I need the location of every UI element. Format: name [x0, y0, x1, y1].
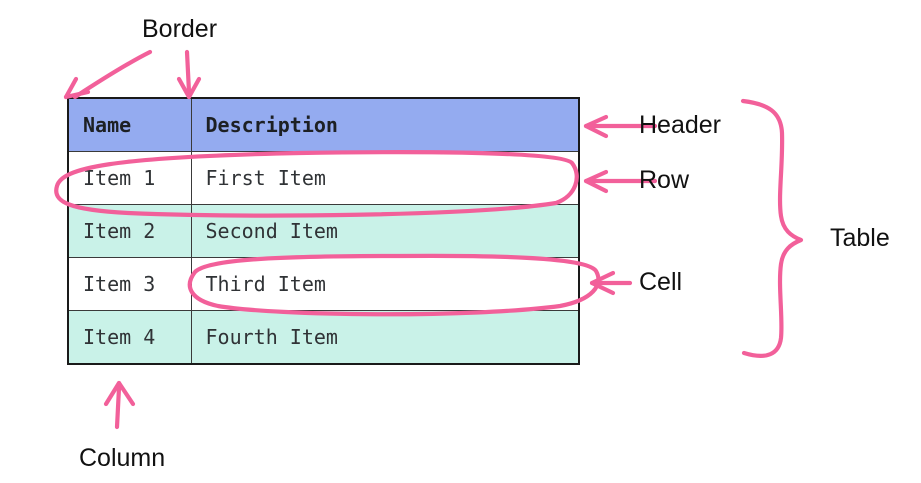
annotation-label-header: Header — [639, 111, 721, 139]
header-cell-description: Description — [190, 97, 580, 152]
table-row: Item 3 Third Item — [67, 257, 580, 311]
border-diagonal-arrow-icon — [63, 49, 153, 100]
cell-name: Item 1 — [67, 151, 192, 205]
table-header: Name Description — [67, 97, 580, 152]
data-table: Name Description Item 1 First Item Item … — [67, 97, 580, 365]
annotation-label-cell: Cell — [639, 268, 683, 296]
annotation-label-border: Border — [142, 15, 218, 43]
annotation-label-row: Row — [639, 166, 690, 194]
cell-description: First Item — [190, 151, 580, 205]
table-row: Item 2 Second Item — [67, 204, 580, 258]
column-arrow-icon — [103, 380, 136, 430]
cell-name: Item 4 — [67, 310, 192, 365]
cell-description: Fourth Item — [190, 310, 580, 365]
header-row: Name Description — [67, 97, 580, 152]
table-row: Item 4 Fourth Item — [67, 310, 580, 365]
header-cell-name: Name — [67, 97, 192, 152]
table-row: Item 1 First Item — [67, 151, 580, 205]
annotation-label-table: Table — [830, 224, 890, 252]
table-container: Name Description Item 1 First Item Item … — [67, 97, 580, 365]
cell-description: Second Item — [190, 204, 580, 258]
cell-arrow-icon — [589, 270, 633, 296]
annotation-label-column: Column — [79, 444, 166, 472]
border-vertical-arrow-icon — [176, 49, 202, 100]
cell-name: Item 3 — [67, 257, 192, 311]
table-body: Item 1 First Item Item 2 Second Item Ite… — [67, 151, 580, 365]
cell-description: Third Item — [190, 257, 580, 311]
table-brace-icon — [740, 98, 804, 358]
cell-name: Item 2 — [67, 204, 192, 258]
